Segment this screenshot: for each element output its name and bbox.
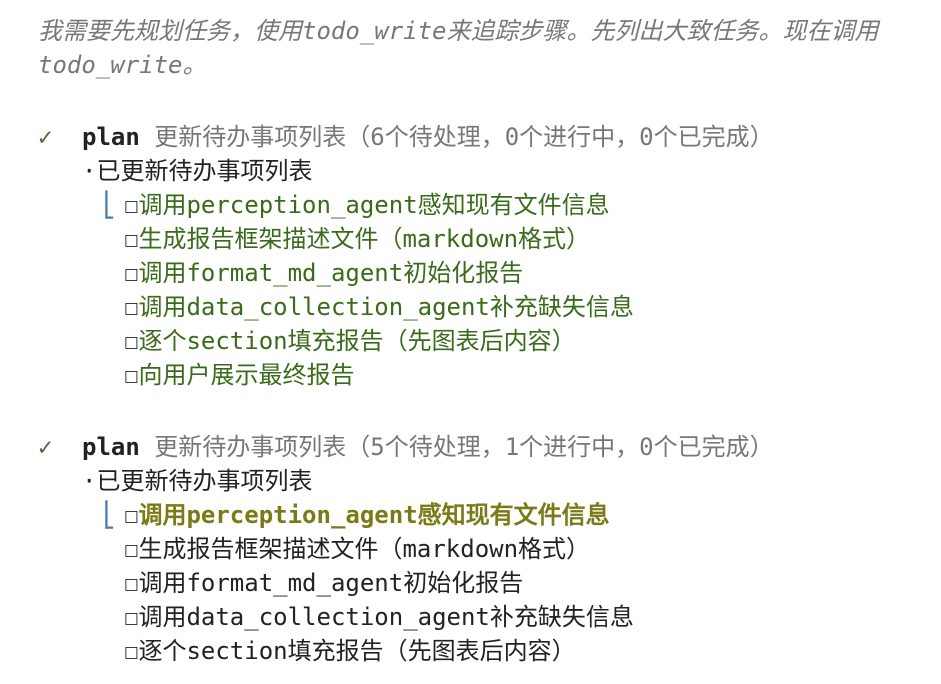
- check-icon: ✓: [38, 433, 53, 461]
- checkbox-icon: ☐: [124, 327, 139, 355]
- status-text: ·已更新待办事项列表: [82, 157, 313, 185]
- checkbox-icon: ☐: [124, 225, 139, 253]
- checkbox-icon: ☐: [124, 603, 139, 631]
- todo-item: ☐生成报告框架描述文件（markdown格式）: [124, 535, 591, 563]
- todo-item: ☐向用户展示最终报告: [124, 361, 355, 389]
- checkbox-icon: ☐: [124, 637, 139, 665]
- checkbox-icon: ☐: [124, 293, 139, 321]
- todo-item: ☐生成报告框架描述文件（markdown格式）: [124, 225, 591, 253]
- check-icon: ✓: [38, 123, 53, 151]
- checkbox-icon: ☐: [124, 361, 139, 389]
- assistant-thought: 我需要先规划任务，使用todo_write来追踪步骤。先列出大致任务。现在调用t…: [38, 17, 879, 79]
- todo-item: ☐调用format_md_agent初始化报告: [124, 569, 524, 597]
- tool-summary: 更新待办事项列表（5个待处理，1个进行中，0个已完成）: [154, 433, 774, 461]
- todo-item: ☐调用format_md_agent初始化报告: [124, 259, 524, 287]
- todo-item-in-progress: ⎣☐调用perception_agent感知现有文件信息: [38, 498, 918, 532]
- checkbox-icon: ☐: [124, 569, 139, 597]
- todo-block-1: ✓ plan 更新待办事项列表（6个待处理，0个进行中，0个已完成） ·已更新待办…: [38, 120, 918, 392]
- todo-item: ☐逐个section填充报告（先图表后内容）: [124, 637, 576, 665]
- todo-block-2: ✓ plan 更新待办事项列表（5个待处理，1个进行中，0个已完成） ·已更新待办…: [38, 430, 918, 668]
- tree-corner-icon: ⎣: [102, 191, 117, 219]
- todo-item: ☐逐个section填充报告（先图表后内容）: [124, 327, 576, 355]
- tool-name: plan: [82, 433, 140, 461]
- tool-name: plan: [82, 123, 140, 151]
- tool-summary: 更新待办事项列表（6个待处理，0个进行中，0个已完成）: [154, 123, 774, 151]
- todo-item: ☐调用data_collection_agent补充缺失信息: [124, 603, 634, 631]
- checkbox-icon: ☐: [124, 259, 139, 287]
- checkbox-icon: ☐: [124, 535, 139, 563]
- tree-corner-icon: ⎣: [102, 501, 117, 529]
- checkbox-icon: ☐: [124, 501, 139, 529]
- checkbox-icon: ☐: [124, 191, 139, 219]
- todo-item: ☐调用data_collection_agent补充缺失信息: [124, 293, 634, 321]
- todo-item: ⎣☐调用perception_agent感知现有文件信息: [38, 188, 918, 222]
- status-text: ·已更新待办事项列表: [82, 467, 313, 495]
